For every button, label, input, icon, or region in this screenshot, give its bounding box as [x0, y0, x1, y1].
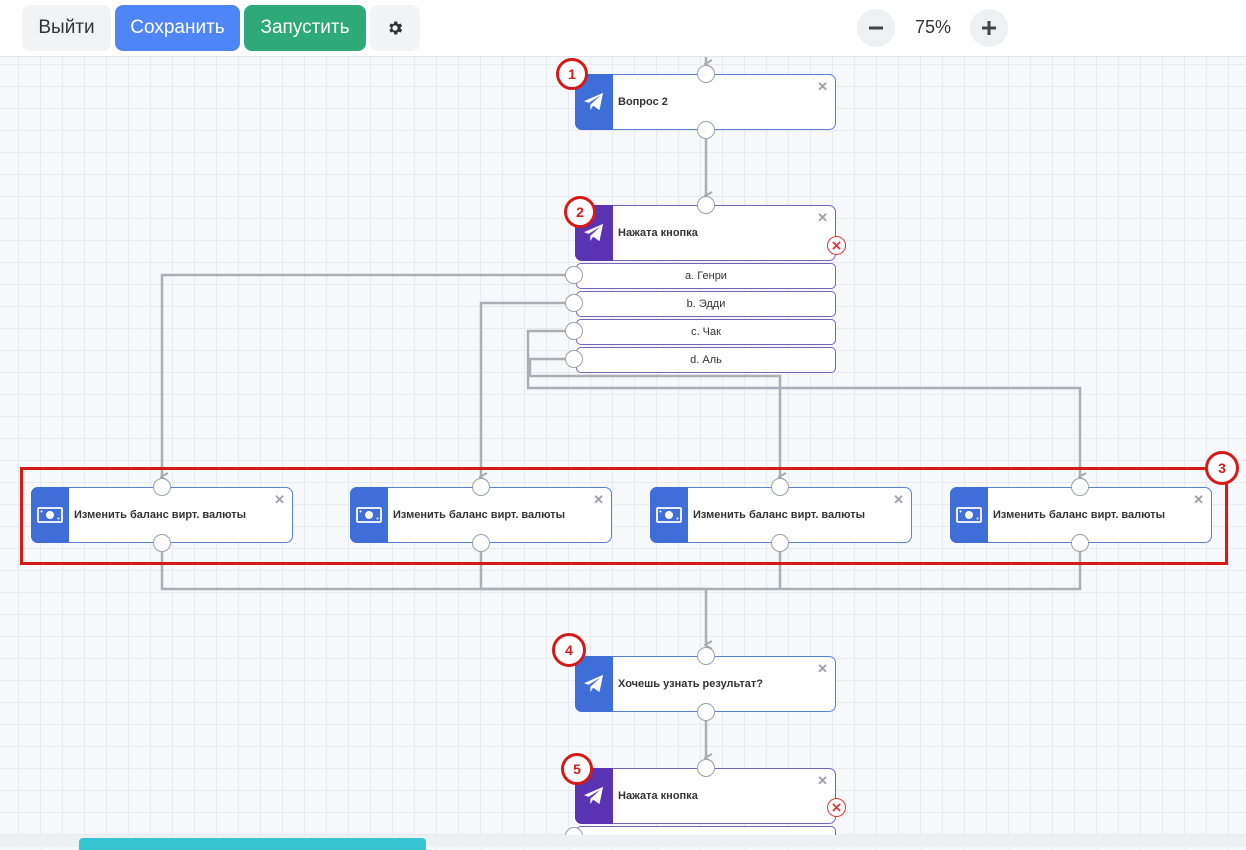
money-icon	[656, 507, 682, 523]
option-d[interactable]: d. Аль	[576, 347, 836, 373]
input-port[interactable]	[153, 478, 171, 496]
plus-icon	[982, 21, 996, 35]
close-icon[interactable]: ✕	[274, 492, 285, 507]
option-b-port[interactable]	[565, 294, 583, 312]
output-port[interactable]	[697, 121, 715, 139]
output-port[interactable]	[697, 703, 715, 721]
input-port[interactable]	[771, 478, 789, 496]
zoom-out-button[interactable]	[857, 9, 895, 47]
error-icon[interactable]	[827, 236, 846, 255]
node-title: Нажата кнопка	[618, 227, 698, 239]
annotation-badge-5: 5	[561, 753, 593, 785]
wire-bal4-out	[706, 552, 1082, 591]
input-port[interactable]	[697, 647, 715, 665]
input-port[interactable]	[1071, 478, 1089, 496]
money-icon	[37, 507, 63, 523]
output-port[interactable]	[1071, 534, 1089, 552]
money-icon	[356, 507, 382, 523]
annotation-badge-4: 4	[552, 633, 586, 667]
node-change-balance-4[interactable]: Изменить баланс вирт. валюты ✕	[950, 487, 1212, 543]
close-icon[interactable]: ✕	[817, 661, 828, 676]
node-title: Изменить баланс вирт. валюты	[74, 509, 247, 521]
close-icon[interactable]: ✕	[1193, 492, 1204, 507]
option-c-port[interactable]	[565, 322, 583, 340]
close-icon[interactable]: ✕	[893, 492, 904, 507]
close-icon[interactable]: ✕	[817, 773, 828, 788]
exit-button[interactable]: Выйти	[22, 5, 111, 51]
output-port[interactable]	[153, 534, 171, 552]
telegram-icon	[584, 92, 604, 111]
node-title: Изменить баланс вирт. валюты	[693, 509, 866, 521]
node-question-2[interactable]: Вопрос 2 ✕	[575, 74, 836, 130]
save-button[interactable]: Сохранить	[115, 5, 240, 51]
wire-opt-b	[481, 301, 565, 477]
option-a-port[interactable]	[565, 266, 583, 284]
error-icon[interactable]	[827, 798, 846, 817]
output-port[interactable]	[771, 534, 789, 552]
annotation-badge-1: 1	[556, 58, 588, 90]
gear-icon	[389, 21, 403, 35]
settings-button[interactable]	[370, 5, 420, 51]
input-port[interactable]	[697, 196, 715, 214]
telegram-icon	[584, 674, 604, 693]
money-icon	[956, 507, 982, 523]
wire-bal2-out	[479, 552, 706, 591]
node-change-balance-1[interactable]: Изменить баланс вирт. валюты ✕	[31, 487, 293, 543]
close-icon[interactable]: ✕	[817, 79, 828, 94]
zoom-level: 75%	[914, 17, 952, 37]
run-button[interactable]: Запустить	[244, 5, 366, 51]
close-icon[interactable]: ✕	[593, 492, 604, 507]
telegram-icon	[584, 223, 604, 242]
annotation-badge-2: 2	[564, 196, 596, 228]
annotation-badge-3: 3	[1205, 451, 1239, 485]
telegram-icon	[584, 786, 604, 805]
close-icon[interactable]: ✕	[817, 210, 828, 225]
wire-bal1-out	[160, 552, 706, 591]
wire-opt-a	[162, 273, 565, 477]
node-button-pressed-2[interactable]: Нажата кнопка ✕	[575, 768, 836, 824]
node-title: Изменить баланс вирт. валюты	[993, 509, 1166, 521]
option-c[interactable]: c. Чак	[576, 319, 836, 345]
node-want-result[interactable]: Хочешь узнать результат? ✕	[575, 656, 836, 712]
wire-opt-d	[528, 357, 780, 477]
input-port[interactable]	[697, 759, 715, 777]
node-title: Изменить баланс вирт. валюты	[393, 509, 566, 521]
input-port[interactable]	[697, 65, 715, 83]
option-d-port[interactable]	[565, 350, 583, 368]
toolbar: Выйти Сохранить Запустить 75%	[0, 0, 1246, 57]
option-b[interactable]: b. Эдди	[576, 291, 836, 317]
node-title: Вопрос 2	[618, 96, 668, 108]
wire-opt-c	[526, 329, 1080, 477]
node-change-balance-3[interactable]: Изменить баланс вирт. валюты ✕	[650, 487, 912, 543]
output-port[interactable]	[472, 534, 490, 552]
minus-icon	[869, 26, 883, 30]
node-button-pressed-1[interactable]: Нажата кнопка ✕	[575, 205, 836, 261]
node-title: Хочешь узнать результат?	[618, 678, 763, 690]
input-port[interactable]	[472, 478, 490, 496]
bottom-tab[interactable]	[79, 838, 426, 850]
option-a[interactable]: a. Генри	[576, 263, 836, 289]
node-title: Нажата кнопка	[618, 790, 698, 802]
zoom-in-button[interactable]	[970, 9, 1008, 47]
